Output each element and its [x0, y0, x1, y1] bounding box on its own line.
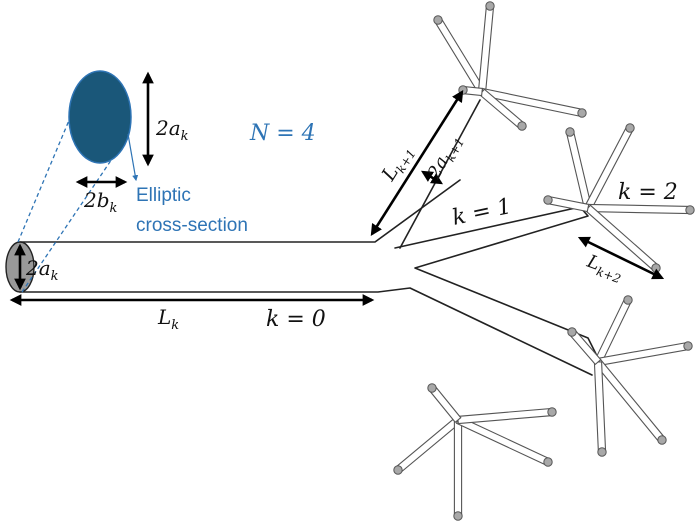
label-Lk: Lk: [157, 305, 179, 333]
twig-tube: [394, 416, 462, 474]
twig-tube: [457, 407, 553, 425]
label-k2: k = 2: [618, 180, 678, 205]
cross-section-pointer: [127, 133, 139, 182]
twig-end-cap: [433, 15, 443, 25]
twig-end-cap: [517, 121, 527, 131]
zoom-line-bottom: [21, 149, 119, 293]
twig-end-cap: [393, 465, 403, 475]
label-2ak1: 2ak+1: [423, 131, 467, 185]
twig-end-cap: [567, 327, 577, 337]
twig-clusters: [393, 1, 695, 521]
twig-end-cap: [577, 108, 587, 118]
twig-end-cap: [597, 447, 607, 457]
twig-end-cap: [565, 127, 575, 137]
twig-end-cap: [683, 341, 693, 351]
twig-end-cap: [453, 511, 463, 521]
cross-section-label-line1: Elliptic: [136, 185, 191, 206]
trunk-lower-edge: [19, 287, 593, 376]
zoom-line-top: [17, 117, 71, 243]
twig-end-cap: [485, 1, 495, 11]
cross-section-label-line2: cross-section: [136, 215, 248, 236]
double-headed-arrow-Lk1: [370, 90, 464, 236]
ellipse-cross-section: [68, 70, 132, 164]
twig-tube: [453, 419, 463, 517]
branch-inner-wedge: [394, 206, 599, 359]
double-headed-arrow-2ak1: [421, 170, 443, 185]
double-headed-arrow-Lk2: [577, 236, 665, 280]
twig-end-cap: [651, 263, 661, 273]
label-k0: k = 0: [266, 307, 326, 332]
twig-end-cap: [547, 407, 557, 417]
label-2b: 2bk: [83, 188, 118, 216]
n-label: N = 4: [249, 121, 316, 146]
twig-tube: [565, 130, 593, 210]
twig-tube: [596, 341, 690, 367]
twig-tube: [434, 17, 486, 95]
twig-tube: [587, 203, 691, 215]
label-2a-root: 2ak: [25, 256, 59, 284]
twig-end-cap: [543, 457, 553, 467]
twig-end-cap: [543, 195, 553, 205]
twig-end-cap: [685, 205, 695, 215]
twig-tube: [477, 5, 495, 93]
label-2a-ellipse: 2ak: [155, 116, 189, 144]
twig-end-cap: [623, 295, 633, 305]
twig-end-cap: [625, 123, 635, 133]
twig-end-cap: [657, 435, 667, 445]
twig-tube: [455, 416, 551, 466]
label-Lk1: Lk+1: [377, 141, 419, 187]
twig-tube: [594, 358, 666, 444]
twig-end-cap: [427, 383, 437, 393]
label-k1: k = 1: [450, 194, 514, 231]
